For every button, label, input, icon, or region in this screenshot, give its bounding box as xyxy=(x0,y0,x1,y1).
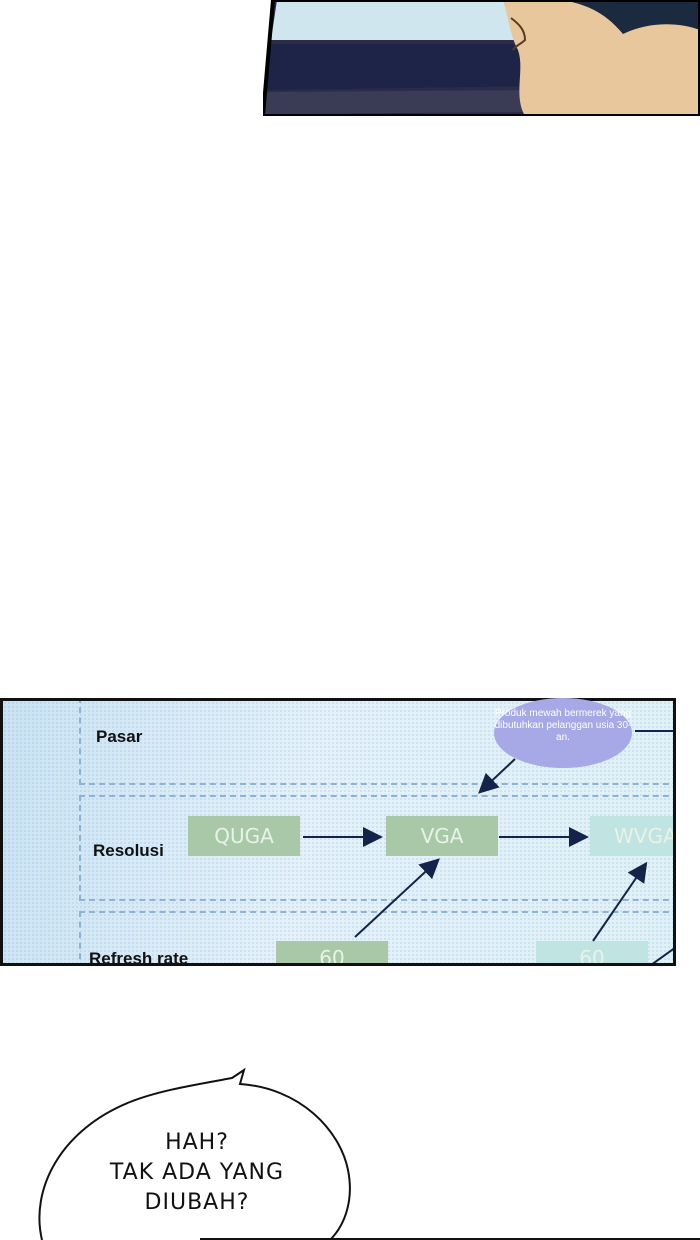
row-label-market: Pasar xyxy=(96,727,143,746)
node-quga: QUGA xyxy=(188,816,300,856)
panel-top-illustration xyxy=(263,0,700,116)
market-bubble: Produk mewah bermerek yang dibutuhkan pe… xyxy=(494,698,632,768)
speech-text: HAH? TAK ADA YANG DIUBAH? xyxy=(92,1128,302,1218)
node-rate-left: 60 xyxy=(276,941,388,963)
row-label-resolution: Resolusi xyxy=(93,841,164,860)
diagram-arrows xyxy=(303,730,673,963)
row-box-market xyxy=(79,701,673,785)
speech-balloon xyxy=(38,1067,700,1240)
row-label-refresh-rate: Refresh rate xyxy=(89,949,189,966)
row-box-resolution xyxy=(79,795,673,901)
node-vga: VGA xyxy=(386,816,498,856)
comic-panel-top xyxy=(263,0,700,116)
speech-line-1: HAH? xyxy=(165,1130,229,1155)
node-wvga: WVGA xyxy=(590,816,673,856)
speech-line-2: TAK ADA YANG xyxy=(109,1160,285,1185)
speech-line-3: DIUBAH? xyxy=(144,1190,250,1215)
node-rate-right: 60 xyxy=(536,941,648,963)
row-box-refresh-rate xyxy=(79,911,673,963)
